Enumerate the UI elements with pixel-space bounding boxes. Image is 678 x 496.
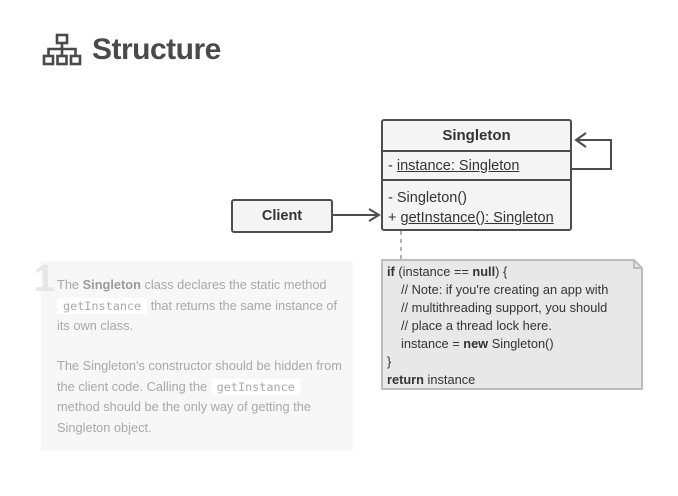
self-association-arrowhead	[574, 132, 587, 148]
description-panel	[41, 261, 353, 450]
step-number: 1	[34, 258, 56, 300]
constructor-method: - Singleton()	[388, 190, 467, 206]
self-association-line	[572, 139, 612, 170]
title-text: Structure	[92, 33, 221, 66]
attribute-text: - instance: Singleton	[388, 157, 520, 174]
code-note: if (instance == null) { // Note: if you'…	[381, 259, 643, 390]
code-line-7: return instance	[387, 372, 476, 387]
get-instance-method: + getInstance(): Singleton	[388, 210, 554, 226]
code-line-4: // place a thread lock here.	[401, 318, 552, 333]
code-line-1: if (instance == null) {	[387, 264, 508, 279]
client-association-arrowhead	[368, 208, 381, 222]
note-fold	[633, 260, 642, 269]
code-line-3: // multithreading support, you should	[401, 300, 608, 315]
singleton-methods: - Singleton() + getInstance(): Singleton	[381, 179, 572, 231]
description-paragraph-2: The Singleton's constructor should be hi…	[57, 358, 342, 435]
code-line-2: // Note: if you're creating an app with	[401, 282, 609, 297]
client-box: Client	[231, 199, 333, 233]
code-line-6: }	[387, 354, 392, 369]
singleton-attribute: - instance: Singleton	[381, 150, 572, 181]
page-title: Structure	[42, 30, 221, 70]
code-line-5: instance = new Singleton()	[401, 336, 554, 351]
description-paragraph-1: The Singleton class declares the static …	[57, 277, 338, 333]
hierarchy-icon	[42, 33, 82, 66]
singleton-class-name: Singleton	[381, 119, 572, 152]
code-get-instance: getInstance	[57, 297, 148, 314]
note-shape	[381, 259, 643, 390]
code-get-instance-2: getInstance	[210, 378, 301, 395]
